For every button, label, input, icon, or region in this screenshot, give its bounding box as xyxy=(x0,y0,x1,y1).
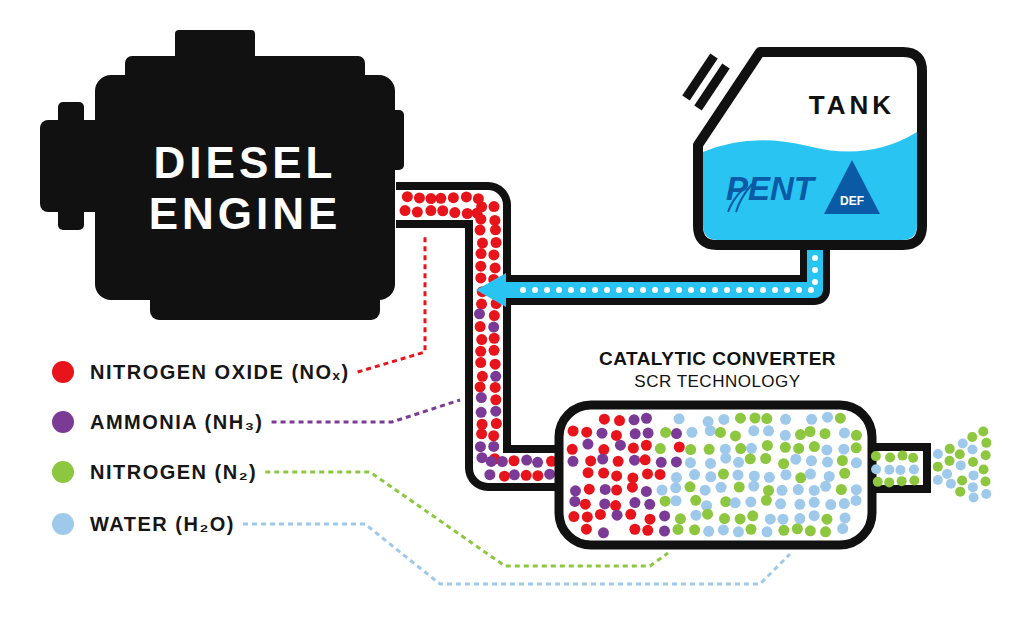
def-droplet xyxy=(592,287,598,293)
logo-triangle xyxy=(824,160,880,214)
def-droplet xyxy=(772,287,778,293)
def-droplet xyxy=(812,267,818,273)
def-droplet xyxy=(580,287,586,293)
def-droplet xyxy=(616,287,622,293)
def-droplet xyxy=(556,287,562,293)
def-droplet xyxy=(532,287,538,293)
legend-label: AMMONIA (NH₃) xyxy=(90,407,264,437)
def-droplet xyxy=(640,287,646,293)
def-droplet xyxy=(664,287,670,293)
tank-cap xyxy=(686,56,714,98)
def-liquid xyxy=(703,132,917,240)
def-droplet xyxy=(520,287,526,293)
catalytic-converter: CATALYTIC CONVERTERSCR TECHNOLOGY xyxy=(555,345,880,550)
legend-swatch xyxy=(52,411,74,433)
legend-label: WATER (H₂O) xyxy=(90,509,235,539)
def-droplet xyxy=(796,287,802,293)
tank-label: TANK xyxy=(790,90,914,121)
legend-row: NITROGEN (N₂) xyxy=(50,457,257,487)
def-droplet xyxy=(676,287,682,293)
def-droplet xyxy=(784,287,790,293)
def-droplet xyxy=(544,287,550,293)
def-tank-shape xyxy=(690,40,930,250)
brand-logo: PENT xyxy=(726,170,830,208)
def-droplet xyxy=(628,287,634,293)
def-droplet xyxy=(812,279,818,285)
legend-swatch xyxy=(52,461,74,483)
exhaust-pipe-bore xyxy=(396,205,559,468)
converter-body xyxy=(559,405,872,545)
def-droplet xyxy=(760,287,766,293)
tank-outline xyxy=(698,52,922,245)
legend-row: NITROGEN OXIDE (NOₓ) xyxy=(50,357,350,387)
def-droplet xyxy=(700,287,706,293)
outlet-pipe xyxy=(870,447,927,489)
pipe-particles xyxy=(400,191,557,481)
leader-line xyxy=(272,400,460,422)
def-droplet xyxy=(652,287,658,293)
legend-label: NITROGEN OXIDE (NOₓ) xyxy=(90,357,350,387)
def-droplet xyxy=(688,287,694,293)
def-droplet xyxy=(724,287,730,293)
exhaust-pipe-wall xyxy=(396,205,559,468)
brand-tag: DEF xyxy=(830,194,874,208)
converter-particles xyxy=(567,412,992,539)
def-droplet xyxy=(604,287,610,293)
legend-swatch xyxy=(52,513,74,535)
legend-label: NITROGEN (N₂) xyxy=(90,457,257,487)
arrowhead xyxy=(476,273,506,307)
def-droplet xyxy=(712,287,718,293)
def-droplet xyxy=(812,255,818,261)
legend-swatch xyxy=(52,361,74,383)
def-droplet xyxy=(568,287,574,293)
def-tank: TANK PENTDEF xyxy=(690,40,930,250)
leader-line xyxy=(243,524,790,584)
converter-subtitle: SCR TECHNOLOGY xyxy=(555,372,880,392)
converter-title: CATALYTIC CONVERTER xyxy=(555,348,880,370)
engine-label: DIESEL ENGINE xyxy=(130,138,360,239)
def-droplet xyxy=(736,287,742,293)
engine-silhouette xyxy=(40,30,404,320)
def-droplet xyxy=(748,287,754,293)
def-droplet xyxy=(808,287,814,293)
legend-row: WATER (H₂O) xyxy=(50,509,235,539)
exhaust-pipe xyxy=(396,191,559,481)
engine-block: DIESEL ENGINE xyxy=(40,30,400,320)
legend-row: AMMONIA (NH₃) xyxy=(50,407,264,437)
